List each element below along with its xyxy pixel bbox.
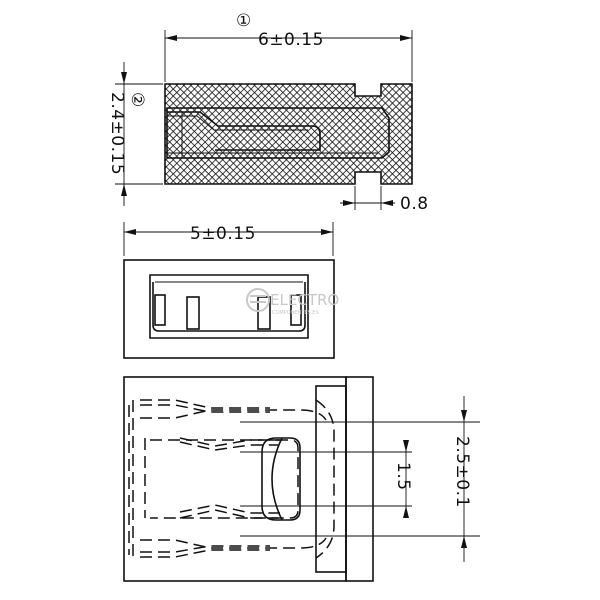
watermark-logo [246, 288, 270, 312]
section-view [164, 83, 413, 185]
dim-width: 5±0.15 [123, 222, 334, 256]
dim-gap: 0.8 [340, 186, 429, 214]
watermark-subtitle: COMPONENTES.ES [272, 310, 319, 316]
dim-height: ② 2.4±0.15 [107, 62, 163, 206]
watermark-title: ELECTRO [270, 291, 339, 309]
inner-spacing-label: 1.5 [393, 462, 413, 491]
length-marker: ① [236, 11, 252, 31]
end-view [123, 259, 335, 359]
dim-outer-spacing: 2.5±0.1 [240, 396, 480, 562]
length-label: 6±0.15 [258, 30, 324, 50]
dim-length: ① 6±0.15 [164, 11, 413, 82]
height-label: 2.4±0.15 [107, 92, 127, 175]
plan-view [123, 376, 374, 582]
width-label: 5±0.15 [190, 224, 256, 244]
height-marker: ② [127, 92, 147, 108]
watermark: ELECTRO COMPONENTES.ES [246, 288, 339, 316]
inner-contact [167, 111, 321, 151]
dim-inner-spacing: 1.5 [240, 440, 413, 518]
hatched-housing [164, 83, 413, 185]
gap-label: 0.8 [400, 194, 429, 214]
outer-spacing-label: 2.5±0.1 [452, 436, 472, 508]
